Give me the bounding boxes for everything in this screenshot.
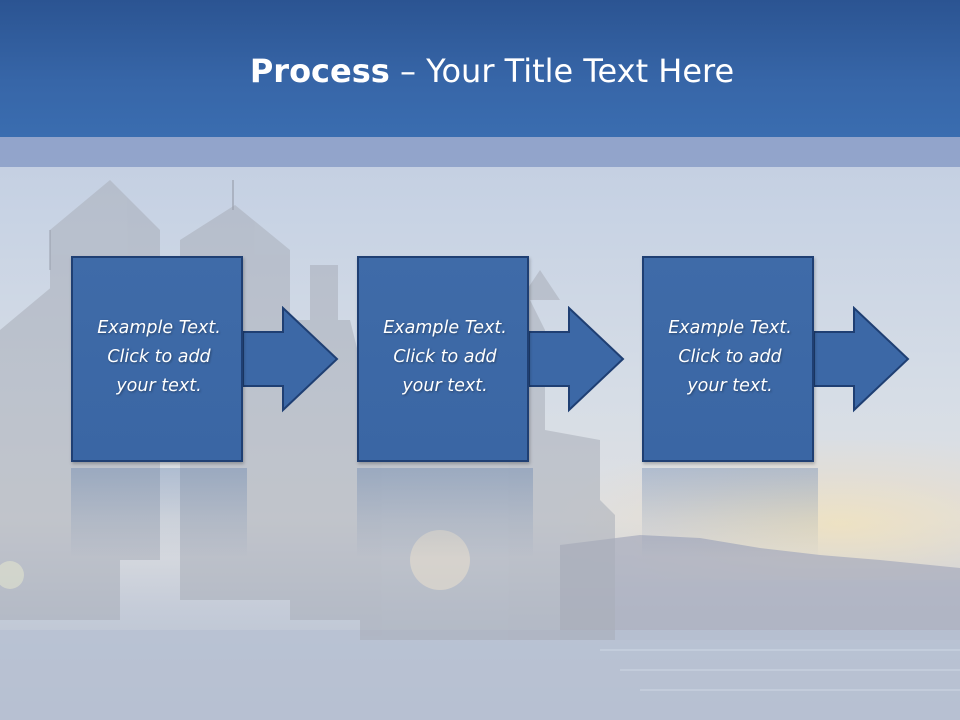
slide-title[interactable]: Process – Your Title Text Here (0, 52, 960, 90)
step-reflection (357, 468, 533, 558)
step-reflection (642, 468, 818, 558)
step-box[interactable]: Example Text. Click to add your text. (71, 256, 243, 462)
step-text-line: Click to add (107, 347, 211, 367)
step-box[interactable]: Example Text. Click to add your text. (642, 256, 814, 462)
header-bar (0, 0, 960, 137)
right-arrow-icon (813, 306, 910, 413)
step-text-line: Click to add (678, 347, 782, 367)
title-rest: – Your Title Text Here (389, 52, 735, 90)
right-arrow-icon (528, 306, 625, 413)
step-text-line: Example Text. (97, 318, 221, 338)
header-band (0, 137, 960, 167)
step-text[interactable]: Example Text. Click to add your text. (644, 314, 816, 401)
step-text-line: Example Text. (383, 318, 507, 338)
title-bold: Process (249, 52, 390, 90)
step-text-line: your text. (687, 376, 773, 396)
process-step-2: Example Text. Click to add your text. (357, 256, 625, 466)
step-text-line: your text. (402, 376, 488, 396)
step-text-line: your text. (116, 376, 202, 396)
step-text-line: Click to add (393, 347, 497, 367)
process-step-3: Example Text. Click to add your text. (642, 256, 910, 466)
step-text[interactable]: Example Text. Click to add your text. (359, 314, 531, 401)
right-arrow-icon (242, 306, 339, 413)
step-text[interactable]: Example Text. Click to add your text. (73, 314, 245, 401)
step-reflection (71, 468, 247, 558)
step-box[interactable]: Example Text. Click to add your text. (357, 256, 529, 462)
process-step-1: Example Text. Click to add your text. (71, 256, 339, 466)
step-text-line: Example Text. (668, 318, 792, 338)
